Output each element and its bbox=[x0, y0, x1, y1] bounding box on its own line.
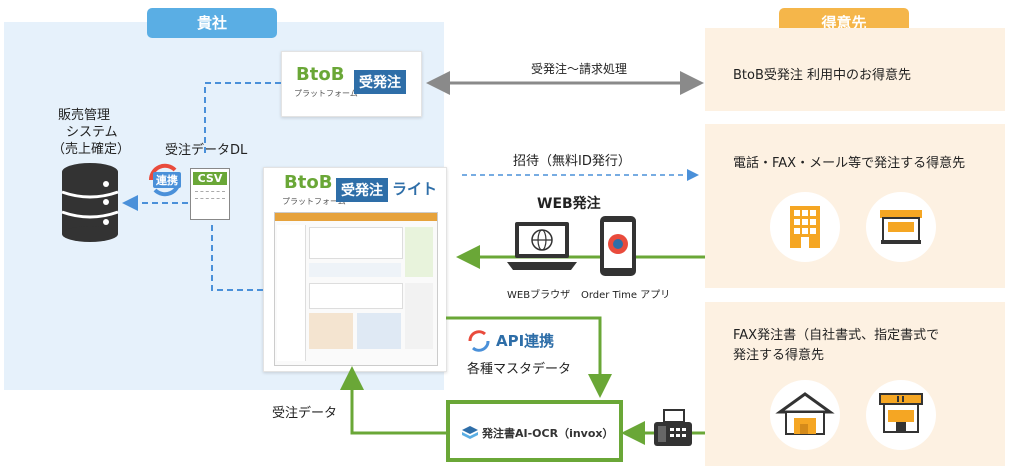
browser-label: WEBブラウザ bbox=[507, 290, 571, 301]
shop-icon bbox=[880, 210, 922, 244]
btob-logo-card: BtoB プラットフォーム 受発注 bbox=[281, 51, 422, 117]
smartphone-icon bbox=[600, 216, 636, 276]
btob-lite-text: BtoB bbox=[284, 172, 333, 193]
master-data-label: 各種マスタデータ bbox=[467, 362, 572, 377]
fax-machine-icon bbox=[654, 409, 692, 446]
database-icon bbox=[61, 163, 119, 242]
office-building-circle bbox=[770, 192, 840, 262]
restaurant-circle bbox=[866, 380, 936, 450]
ocr-box: 発注書AI-OCR（invox） bbox=[446, 400, 623, 462]
web-order-label: WEB発注 bbox=[537, 196, 601, 212]
sales-system-line2: システム bbox=[66, 125, 118, 140]
order-billing-label: 受発注〜請求処理 bbox=[531, 62, 628, 76]
order-data-arrow bbox=[340, 366, 447, 435]
customer-text-fax-2: 発注する得意先 bbox=[733, 348, 825, 363]
btob-lite-screenshot bbox=[274, 212, 438, 366]
customer-panel-fax-form bbox=[705, 302, 1005, 466]
ocr-logo-icon bbox=[462, 426, 478, 439]
customer-panel-btob bbox=[705, 28, 1005, 111]
btob-to-system-line bbox=[204, 82, 281, 155]
btob-logo-name: 受発注 bbox=[354, 70, 406, 94]
master-data-arrow bbox=[446, 316, 612, 398]
btob-lite-sub: プラットフォーム bbox=[282, 197, 346, 206]
btob-lite-name: 受発注 bbox=[336, 178, 388, 202]
sync-badge: 連携 bbox=[153, 172, 181, 188]
ocr-label: 発注書AI-OCR（invox） bbox=[482, 427, 614, 440]
customer-text-phone: 電話・FAX・メール等で発注する得意先 bbox=[733, 156, 966, 171]
warehouse-icon bbox=[775, 392, 835, 435]
sales-system-line3: （売上確定） bbox=[52, 142, 131, 157]
sales-system-line1: 販売管理 bbox=[58, 108, 111, 123]
csv-download-label: 受注データDL bbox=[165, 143, 248, 158]
lite-to-csv-line bbox=[211, 222, 263, 291]
customer-text-btob: BtoB受発注 利用中のお得意先 bbox=[733, 68, 912, 83]
btob-logo-text: BtoB bbox=[296, 64, 345, 85]
btob-logo-sub: プラットフォーム bbox=[294, 89, 358, 98]
customer-text-fax-1: FAX発注書（自社書式、指定書式で bbox=[733, 328, 940, 343]
api-label: API連携 bbox=[496, 332, 555, 350]
shop-circle bbox=[866, 192, 936, 262]
api-sync-icon bbox=[468, 330, 490, 352]
warehouse-circle bbox=[770, 380, 840, 450]
app-label: Order Time アプリ bbox=[581, 290, 671, 301]
office-building-icon bbox=[790, 206, 820, 248]
btob-lite-card: BtoB プラットフォーム 受発注 ライト bbox=[263, 167, 447, 372]
restaurant-icon bbox=[879, 393, 923, 433]
laptop-icon bbox=[507, 222, 577, 270]
company-label: 貴社 bbox=[147, 8, 277, 38]
csv-badge: CSV bbox=[193, 172, 227, 185]
csv-file-icon: CSV bbox=[190, 168, 230, 220]
invite-label: 招待（無料ID発行） bbox=[513, 154, 631, 169]
btob-lite-suffix: ライト bbox=[392, 180, 438, 198]
customer-panel-phone-fax bbox=[705, 124, 1005, 288]
order-data-label: 受注データ bbox=[272, 406, 338, 421]
